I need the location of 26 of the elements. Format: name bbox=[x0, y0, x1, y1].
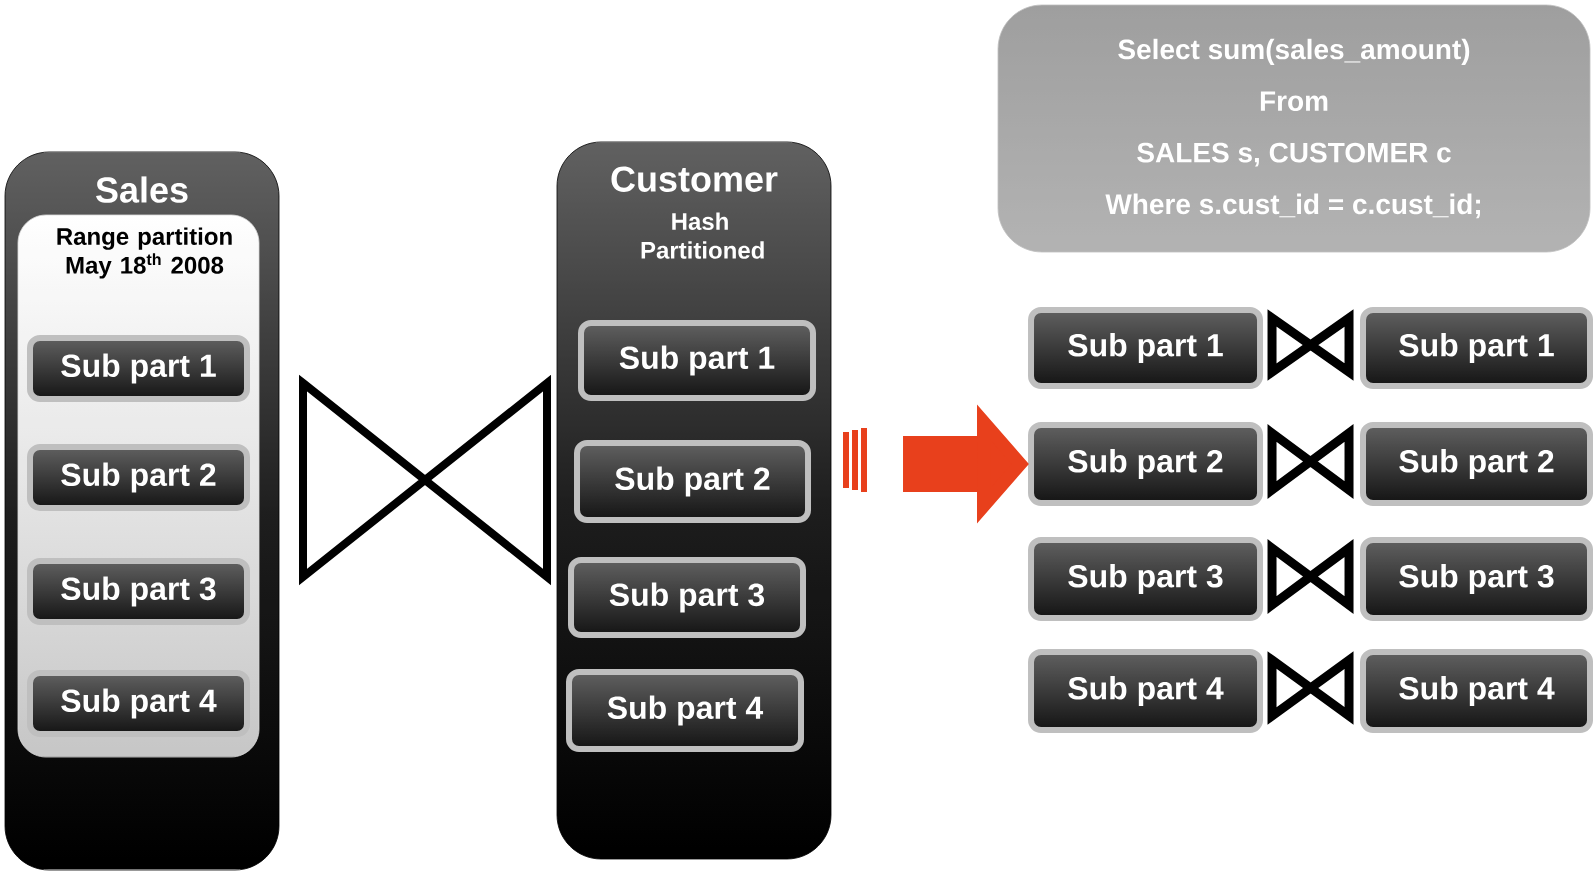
partition-box: Sub part 4 bbox=[566, 669, 804, 752]
partition-box: Sub part 1 bbox=[27, 335, 250, 402]
panel-heading: Customer bbox=[611, 166, 778, 192]
partition-box: Sub part 1 bbox=[1028, 307, 1264, 389]
partition-box: Sub part 4 bbox=[1360, 649, 1593, 733]
partition-box: Sub part 2 bbox=[1360, 422, 1593, 506]
join-symbol bbox=[1267, 424, 1354, 499]
partition-box: Sub part 3 bbox=[1028, 537, 1264, 621]
partition-box: Sub part 4 bbox=[1028, 649, 1264, 733]
partition-box: Sub part 3 bbox=[27, 558, 250, 625]
partition-box: Sub part 1 bbox=[1360, 307, 1593, 389]
panel-heading: Range partition May 18$^{th}$ 2008 bbox=[57, 227, 232, 279]
partition-box: Sub part 2 bbox=[574, 440, 811, 523]
partition-box: Sub part 3 bbox=[1360, 537, 1593, 621]
partition-box: Sub part 1 bbox=[578, 320, 816, 401]
query-box: Select sum(sales_amount) From SALES s, CUSTOMER c Where s.cust_id = c.cust_id; bbox=[997, 4, 1591, 253]
partition-box: Sub part 3 bbox=[568, 557, 806, 638]
partition-box: Sub part 4 bbox=[27, 670, 250, 737]
partition-box: Sub part 2 bbox=[27, 444, 250, 511]
join-symbol bbox=[1267, 539, 1354, 614]
join-symbol bbox=[1267, 309, 1354, 381]
partition-box: Sub part 2 bbox=[1028, 422, 1264, 506]
join-symbol bbox=[299, 374, 551, 586]
panel-heading: Sales bbox=[96, 176, 188, 203]
join-symbol bbox=[1267, 651, 1354, 725]
panel-subheading: Hash Partitioned bbox=[641, 212, 764, 259]
